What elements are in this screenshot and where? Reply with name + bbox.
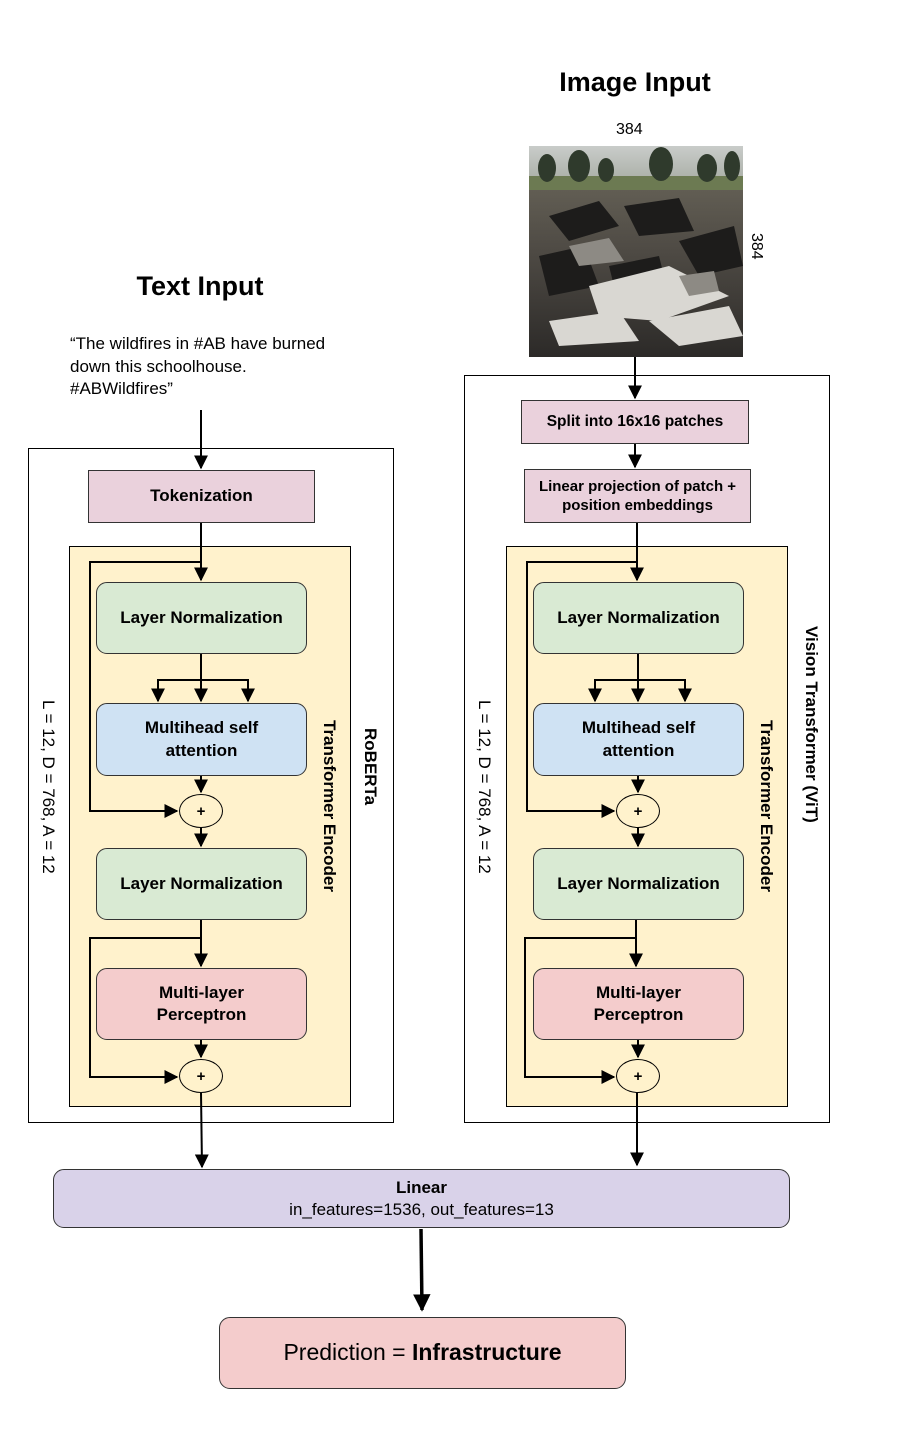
text-layer-norm-2: Layer Normalization	[96, 848, 307, 920]
image-width-label: 384	[616, 121, 643, 138]
linear-params: in_features=1536, out_features=13	[289, 1199, 554, 1219]
sample-text: “The wildfires in #AB have burned down t…	[70, 334, 326, 398]
split-patches-box: Split into 16x16 patches	[521, 400, 749, 444]
image-layer-norm-1: Layer Normalization	[533, 582, 744, 654]
roberta-label: RoBERTa	[361, 728, 380, 806]
input-photo	[529, 146, 743, 357]
linear-title: Linear	[395, 1177, 448, 1197]
linear-layer-box: Linear in_features=1536, out_features=13	[53, 1169, 790, 1228]
text-attention-box: Multihead self attention	[96, 703, 307, 776]
vit-frame	[464, 375, 830, 1123]
roberta-config: L = 12, D = 768, A = 12	[39, 700, 58, 874]
image-add-2: +	[616, 1059, 660, 1093]
linear-projection-box: Linear projection of patch + position em…	[524, 469, 751, 523]
image-encoder-label: Transformer Encoder	[757, 720, 776, 892]
image-mlp-box: Multi-layer Perceptron	[533, 968, 744, 1040]
image-height-label: 384	[748, 233, 765, 260]
text-encoder-label: Transformer Encoder	[320, 720, 339, 892]
prediction-value: Infrastructure	[411, 1339, 562, 1366]
image-layer-norm-2: Layer Normalization	[533, 848, 744, 920]
image-input-title: Image Input	[559, 67, 711, 97]
image-attention-box: Multihead self attention	[533, 703, 744, 776]
prediction-box: Prediction = Infrastructure	[219, 1317, 626, 1389]
text-input-title: Text Input	[136, 271, 264, 301]
text-mlp-box: Multi-layer Perceptron	[96, 968, 307, 1040]
vit-config: L = 12, D = 768, A = 12	[475, 700, 494, 874]
prediction-prefix: Prediction =	[283, 1339, 412, 1366]
tokenization-box: Tokenization	[88, 470, 315, 523]
text-add-1: +	[179, 794, 223, 828]
text-layer-norm-1: Layer Normalization	[96, 582, 307, 654]
image-add-1: +	[616, 794, 660, 828]
vit-label: Vision Transformer (ViT)	[802, 626, 821, 823]
text-add-2: +	[179, 1059, 223, 1093]
roberta-frame	[28, 448, 394, 1123]
